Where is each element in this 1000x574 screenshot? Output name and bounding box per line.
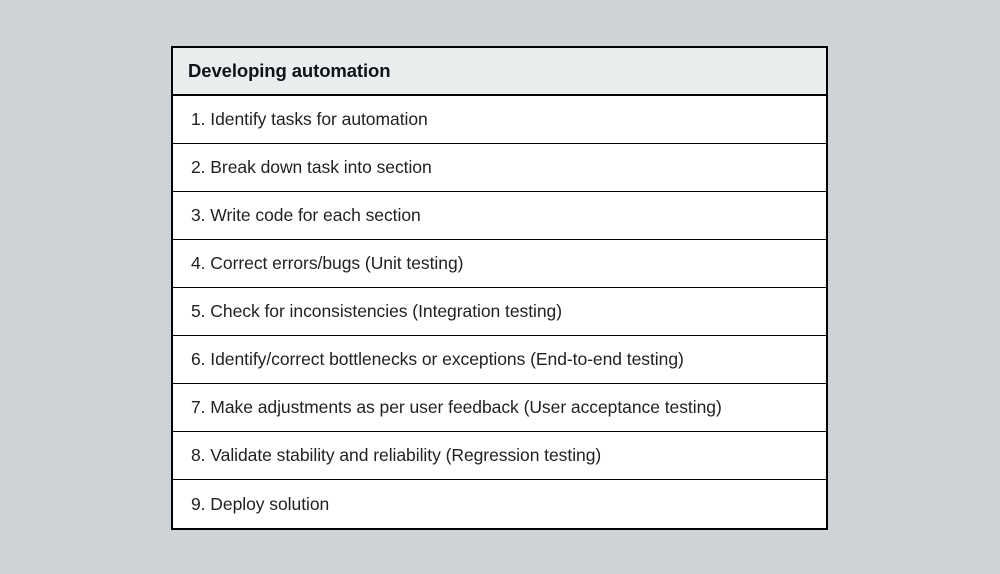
table-row-label: 9. Deploy solution: [191, 493, 330, 514]
table-row-label: 3. Write code for each section: [191, 205, 421, 225]
table-row-label: 7. Make adjustments as per user feedback…: [191, 397, 722, 417]
table-header: Developing automation: [173, 48, 826, 96]
table-row: 4. Correct errors/bugs (Unit testing): [173, 240, 826, 288]
table-row: 1. Identify tasks for automation: [173, 96, 826, 144]
table-row-label: 1. Identify tasks for automation: [191, 109, 428, 129]
table-header-title: Developing automation: [188, 60, 391, 81]
table-row: 3. Write code for each section: [173, 192, 826, 240]
table-row: 2. Break down task into section: [173, 144, 826, 192]
developing-automation-table: Developing automation 1. Identify tasks …: [171, 46, 828, 530]
table-row-label: 5. Check for inconsistencies (Integratio…: [191, 301, 563, 321]
table-row: 8. Validate stability and reliability (R…: [173, 432, 826, 480]
table-row-label: 2. Break down task into section: [191, 157, 432, 177]
table-row-label: 8. Validate stability and reliability (R…: [191, 445, 602, 465]
table-row: 9. Deploy solution: [173, 480, 826, 528]
table-row-label: 6. Identify/correct bottlenecks or excep…: [191, 349, 684, 369]
table-row-label: 4. Correct errors/bugs (Unit testing): [191, 253, 464, 273]
table-row: 6. Identify/correct bottlenecks or excep…: [173, 336, 826, 384]
table-row: 5. Check for inconsistencies (Integratio…: [173, 288, 826, 336]
table-row: 7. Make adjustments as per user feedback…: [173, 384, 826, 432]
